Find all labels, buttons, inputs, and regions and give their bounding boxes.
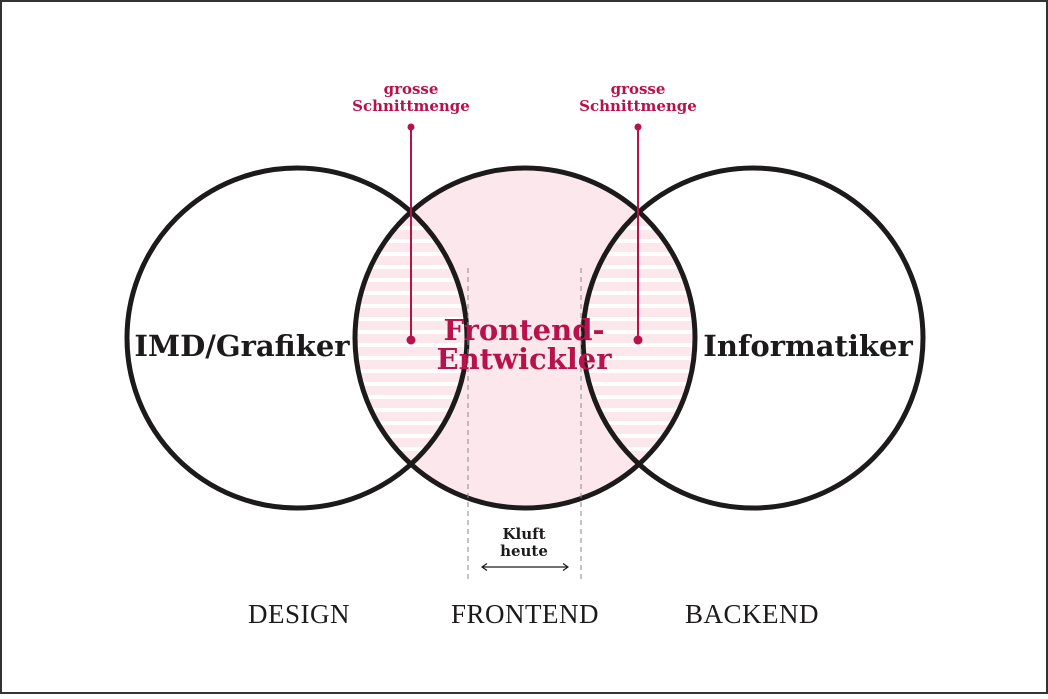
domain-label-frontend: FRONTEND <box>451 599 599 629</box>
frontend-circle <box>352 165 698 511</box>
frontend-label-line1: Frontend- <box>443 313 604 347</box>
callout-right-line2: Schnittmenge <box>579 97 697 115</box>
design-circle <box>124 165 470 511</box>
domain-label-design: DESIGN <box>248 599 350 629</box>
gap-arrow <box>480 563 570 571</box>
callout-left-line1: grosse <box>384 80 439 98</box>
intersection-right-stripes <box>583 168 695 508</box>
design-circle-label: IMD/Grafiker <box>134 329 350 363</box>
callout-right-bottom-dot <box>633 335 643 345</box>
callout-left-bottom-dot <box>406 335 416 345</box>
gap-label-line2: heute <box>500 542 548 560</box>
callout-right-line1: grosse <box>611 80 666 98</box>
callout-right-top-dot <box>634 123 642 131</box>
backend-circle-label: Informatiker <box>703 329 913 363</box>
callout-left-top-dot <box>407 123 415 131</box>
callout-left-line2: Schnittmenge <box>352 97 470 115</box>
gap-label-line1: Kluft <box>502 525 545 543</box>
domain-label-backend: BACKEND <box>685 599 819 629</box>
intersection-left-stripes <box>355 168 467 508</box>
backend-circle <box>580 165 926 511</box>
frontend-label-line2: Entwickler <box>436 342 612 376</box>
